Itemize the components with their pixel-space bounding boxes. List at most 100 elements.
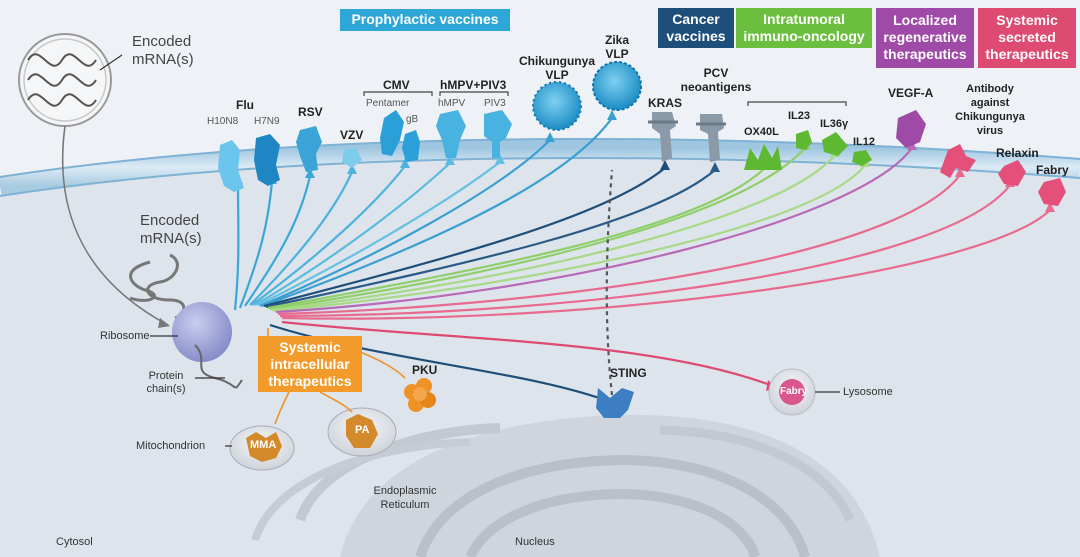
localized-label-3: therapeutics [883, 46, 967, 62]
intracellular-arrows [267, 328, 406, 425]
chikungunya-vlp [532, 81, 582, 131]
rsv-protein [296, 126, 322, 172]
systemic-secreted-label-2: secreted [998, 29, 1056, 45]
chikungunya-vlp-label-2: VLP [545, 68, 569, 82]
sting-protein [596, 388, 634, 418]
nucleus-label: Nucleus [515, 536, 555, 548]
systemic-intracellular-box [258, 336, 362, 392]
pcv-label-2: neoantigens [680, 80, 752, 94]
hmpv-label: hMPV [438, 98, 466, 109]
protein-chain-label-1: Protein [148, 370, 184, 382]
lysosome [768, 368, 840, 416]
flu-label: Flu [236, 98, 254, 112]
cytosol-label: Cytosol [56, 536, 93, 548]
systemic-secreted-label-3: therapeutics [985, 46, 1069, 62]
localized-label-2: regenerative [883, 29, 967, 45]
cmv-gb-protein [402, 130, 420, 162]
il12-label: IL12 [853, 136, 876, 148]
zika-vlp-label-2: VLP [605, 47, 629, 61]
gb-label: gB [406, 114, 419, 125]
pcv-label-1: PCV [703, 66, 729, 80]
zika-vlp [592, 61, 642, 111]
rsv-label: RSV [298, 105, 323, 119]
antibody-label-1: Antibody [966, 83, 1014, 95]
encoded-mrna-inner-2: mRNA(s) [140, 230, 202, 247]
mitochondrion-label: Mitochondrion [136, 440, 206, 452]
cmv-label: CMV [383, 78, 410, 92]
vegf-a-label: VEGF-A [888, 86, 934, 100]
il23-label: IL23 [788, 110, 811, 122]
cancer-vaccines-box [658, 8, 734, 48]
antibody-label-4: virus [976, 125, 1004, 137]
antibody-label-3: Chikungunya [955, 111, 1025, 123]
ribosome [150, 302, 243, 389]
localized-label-1: Localized [893, 12, 957, 28]
kras-protein [648, 112, 678, 162]
er-label-1: Endoplasmic [373, 485, 437, 497]
relaxin-protein [998, 160, 1026, 186]
mitochondrion-mma [229, 425, 295, 471]
piv3-label: PIV3 [484, 98, 506, 109]
pentamer-label: Pentamer [366, 98, 410, 109]
il23-protein [796, 130, 812, 150]
mma-label: MMA [250, 439, 277, 451]
encoded-mrna-top-2: mRNA(s) [132, 51, 194, 68]
hmpv-protein [436, 110, 466, 158]
pku-protein [404, 378, 436, 412]
il36-label: IL36γ [820, 118, 849, 130]
ox40l-protein [744, 144, 782, 170]
piv3-protein [484, 110, 512, 158]
systemic-secreted-box [978, 8, 1076, 68]
flu-h10n8-protein [218, 140, 244, 192]
antibody-label-2: against [970, 97, 1010, 109]
h10n8-label: H10N8 [207, 116, 239, 127]
lysosome-label: Lysosome [843, 386, 893, 398]
flu-h7n9-protein [254, 134, 280, 186]
intratumoral-label-1: Intratumoral [763, 11, 845, 27]
mitochondrion-pa [327, 407, 397, 457]
vegf-a-protein [896, 110, 926, 148]
vzv-label: VZV [340, 128, 364, 142]
encoded-mrna-inner-1: Encoded [140, 212, 200, 229]
mrna-strand [129, 253, 186, 320]
systemic-intracellular-label-3: therapeutics [268, 373, 352, 389]
pku-label: PKU [412, 363, 438, 377]
systemic-intracellular-label-1: Systemic [279, 339, 341, 355]
fabry-protein [1038, 178, 1066, 206]
systemic-secreted-label-1: Systemic [996, 12, 1058, 28]
ribosome-label: Ribosome [100, 330, 150, 342]
systemic-intracellular-label-2: intracellular [270, 356, 350, 372]
nucleus [251, 414, 880, 557]
cancer-vaccines-label-1: Cancer [672, 11, 720, 27]
chikungunya-vlp-label-1: Chikungunya [518, 54, 595, 68]
relaxin-label: Relaxin [996, 146, 1039, 160]
cancer-vaccines-label-2: vaccines [666, 28, 726, 44]
zika-vlp-label-1: Zika [604, 33, 629, 47]
pcv-protein [696, 114, 726, 162]
prophylactic-vaccines-label: Prophylactic vaccines [351, 11, 499, 27]
er-label-2: Reticulum [380, 499, 430, 511]
prophylactic-vaccines-box [340, 9, 510, 31]
mrna-entry-arrow [61, 125, 169, 326]
ox40l-label: OX40L [744, 126, 779, 138]
trafficking-arrows [233, 117, 1051, 402]
vzv-protein [342, 148, 362, 168]
encoded-mrna-top-1: Encoded [132, 33, 192, 50]
antibody-protein [940, 144, 976, 178]
sting-label: STING [610, 366, 647, 380]
localized-regenerative-box [876, 8, 974, 68]
il12-protein [852, 150, 872, 166]
kras-label: KRAS [648, 96, 683, 110]
h7n9-label: H7N9 [254, 116, 280, 127]
pa-label: PA [355, 424, 370, 436]
intratumoral-label-2: immuno-oncology [743, 28, 865, 44]
lysosome-fabry-label: Fabry [780, 386, 808, 397]
protein-chain-label-2: chain(s) [146, 383, 186, 395]
hmpv-piv3-label: hMPV+PIV3 [440, 78, 507, 92]
intratumoral-box [736, 8, 872, 48]
group-brackets [363, 91, 847, 106]
il36-protein [822, 132, 848, 156]
mrna-particle [18, 33, 123, 127]
fabry-label: Fabry [1036, 163, 1069, 177]
